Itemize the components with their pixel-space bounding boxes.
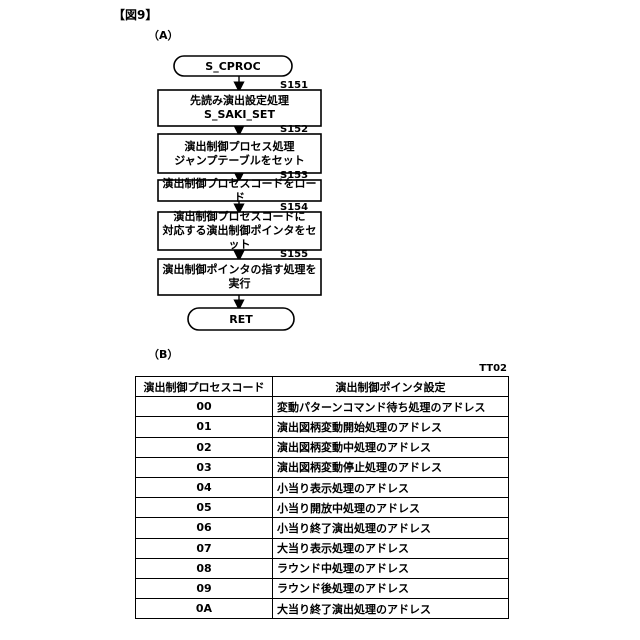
code-cell: 0A	[136, 599, 273, 619]
code-cell: 00	[136, 397, 273, 417]
step-text-s151: 先読み演出設定処理 S_SAKI_SET	[158, 90, 321, 126]
step-text-s155: 演出制御ポインタの指す処理を 実行	[158, 259, 321, 295]
code-cell: 04	[136, 477, 273, 497]
pointer-cell: ラウンド中処理のアドレス	[273, 558, 509, 578]
table-row: 02演出図柄変動中処理のアドレス	[136, 437, 509, 457]
pointer-cell: 演出図柄変動停止処理のアドレス	[273, 457, 509, 477]
step-line: 実行	[229, 277, 251, 291]
table-row: 01演出図柄変動開始処理のアドレス	[136, 417, 509, 437]
code-cell: 08	[136, 558, 273, 578]
end-terminal-label: RET	[229, 313, 253, 326]
table-header-row: 演出制御プロセスコード 演出制御ポインタ設定	[136, 377, 509, 397]
pointer-cell: 大当り終了演出処理のアドレス	[273, 599, 509, 619]
pointer-cell: 小当り表示処理のアドレス	[273, 477, 509, 497]
header-process-code: 演出制御プロセスコード	[136, 377, 273, 397]
step-line: 演出制御プロセスコードに	[174, 210, 306, 224]
table-row: 06小当り終了演出処理のアドレス	[136, 518, 509, 538]
code-cell: 07	[136, 538, 273, 558]
header-pointer-setting: 演出制御ポインタ設定	[273, 377, 509, 397]
step-line: 対応する演出制御ポインタをセット	[158, 224, 321, 252]
table-id: TT02	[479, 363, 507, 374]
step-line: 演出制御プロセスコードをロード	[158, 177, 321, 205]
table-row: 00変動パターンコマンド待ち処理のアドレス	[136, 397, 509, 417]
table-row: 09ラウンド後処理のアドレス	[136, 578, 509, 598]
pointer-cell: 大当り表示処理のアドレス	[273, 538, 509, 558]
pointer-cell: 小当り開放中処理のアドレス	[273, 498, 509, 518]
step-line: 演出制御ポインタの指す処理を	[163, 263, 317, 277]
step-line: 演出制御プロセス処理	[185, 140, 295, 154]
pointer-table: 演出制御プロセスコード 演出制御ポインタ設定 00変動パターンコマンド待ち処理の…	[135, 376, 509, 619]
table-row: 07大当り表示処理のアドレス	[136, 538, 509, 558]
code-cell: 06	[136, 518, 273, 538]
section-b-label: （B）	[148, 346, 178, 362]
pointer-cell: ラウンド後処理のアドレス	[273, 578, 509, 598]
pointer-cell: 演出図柄変動開始処理のアドレス	[273, 417, 509, 437]
code-cell: 09	[136, 578, 273, 598]
pointer-cell: 小当り終了演出処理のアドレス	[273, 518, 509, 538]
code-cell: 01	[136, 417, 273, 437]
table-row: 08ラウンド中処理のアドレス	[136, 558, 509, 578]
start-terminal-label: S_CPROC	[205, 60, 260, 73]
step-line: ジャンプテーブルをセット	[174, 154, 304, 168]
step-text-s153: 演出制御プロセスコードをロード	[158, 180, 321, 201]
table-row: 04小当り表示処理のアドレス	[136, 477, 509, 497]
step-text-s152: 演出制御プロセス処理 ジャンプテーブルをセット	[158, 134, 321, 173]
step-text-s154: 演出制御プロセスコードに 対応する演出制御ポインタをセット	[158, 212, 321, 250]
code-cell: 02	[136, 437, 273, 457]
code-cell: 05	[136, 498, 273, 518]
table-row: 03演出図柄変動停止処理のアドレス	[136, 457, 509, 477]
step-line: 先読み演出設定処理	[190, 94, 289, 108]
pointer-cell: 変動パターンコマンド待ち処理のアドレス	[273, 397, 509, 417]
table-row: 0A大当り終了演出処理のアドレス	[136, 599, 509, 619]
step-line: S_SAKI_SET	[204, 108, 275, 122]
table-row: 05小当り開放中処理のアドレス	[136, 498, 509, 518]
code-cell: 03	[136, 457, 273, 477]
pointer-cell: 演出図柄変動中処理のアドレス	[273, 437, 509, 457]
